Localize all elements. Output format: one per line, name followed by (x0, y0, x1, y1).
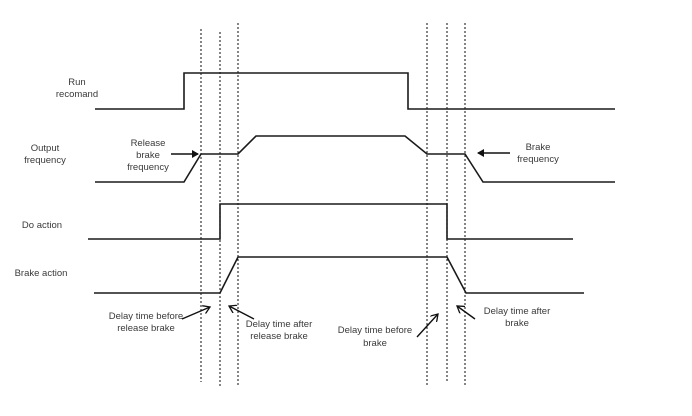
release-brake-frequency-line2: brake (136, 150, 160, 161)
do-action-label: Do action (22, 220, 62, 231)
release-brake-frequency-line3: frequency (127, 162, 169, 173)
delay-before-brake-line2: brake (363, 338, 387, 349)
delay-after-release-line2: release brake (250, 331, 308, 342)
guide-lines (200, 23, 466, 388)
output-frequency-label-line1: Output (31, 143, 60, 154)
delay-before-release-line1: Delay time before (109, 311, 183, 322)
brake-frequency-line1: Brake (526, 142, 551, 153)
delay-after-brake-line2: brake (505, 318, 529, 329)
brake-action-waveform (94, 256, 584, 294)
delay-after-brake-line1: Delay time after (484, 306, 551, 317)
output-frequency-waveform (95, 135, 615, 183)
delay-after-release-arrow-icon (229, 306, 255, 320)
delay-after-release-line1: Delay time after (246, 319, 313, 330)
brake-frequency-line2: frequency (517, 154, 559, 165)
release-brake-frequency-line1: Release (131, 138, 166, 149)
run-command-label-line2: recomand (56, 89, 98, 100)
output-frequency-label-line2: frequency (24, 155, 66, 166)
do-action-waveform (88, 203, 573, 240)
delay-before-release-line2: release brake (117, 323, 175, 334)
delay-before-brake-arrow-icon (416, 314, 438, 338)
delay-after-brake-arrow-icon (457, 306, 476, 320)
delay-before-release-arrow-icon (181, 307, 210, 320)
brake-action-label: Brake action (15, 268, 68, 279)
run-command-label-line1: Run (68, 77, 85, 88)
run-command-waveform (95, 72, 615, 110)
delay-before-brake-line1: Delay time before (338, 325, 412, 336)
